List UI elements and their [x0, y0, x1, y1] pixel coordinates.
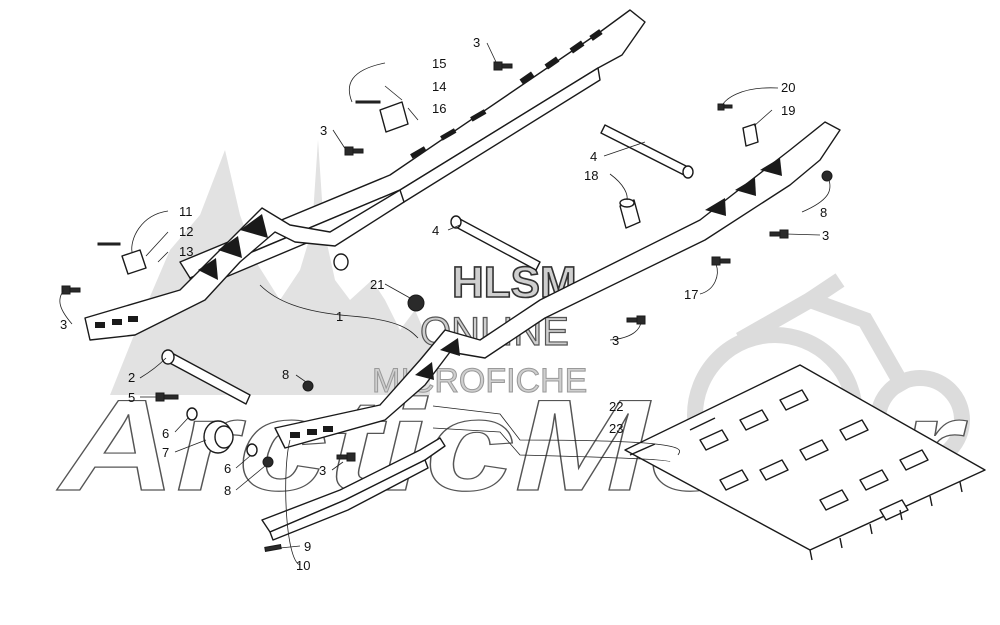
callout-23: 23 [609, 421, 623, 436]
callout-5: 5 [128, 390, 135, 405]
callout-4-middle: 4 [432, 223, 439, 238]
callout-13: 13 [179, 244, 193, 259]
callout-8-lower: 8 [224, 483, 231, 498]
callout-8-right: 8 [820, 205, 827, 220]
cross-shaft-upper [600, 124, 694, 179]
rail-right [274, 121, 841, 449]
hardware [61, 61, 833, 552]
callout-3-right: 3 [822, 228, 829, 243]
callout-7: 7 [162, 445, 169, 460]
track [624, 364, 986, 561]
rail-left [84, 189, 405, 341]
callout-6-upper: 6 [162, 426, 169, 441]
cross-shaft-front [161, 349, 251, 405]
callout-12: 12 [179, 224, 193, 239]
callout-17: 17 [684, 287, 698, 302]
callout-3-top: 3 [473, 35, 480, 50]
callout-8-upper: 8 [282, 367, 289, 382]
callout-6-lower: 6 [224, 461, 231, 476]
callout-20: 20 [781, 80, 795, 95]
callout-3-left: 3 [60, 317, 67, 332]
callout-4-upper: 4 [590, 149, 597, 164]
callout-9: 9 [304, 539, 311, 554]
callout-10: 10 [296, 558, 310, 573]
callout-16: 16 [432, 101, 446, 116]
callout-1: 1 [336, 309, 343, 324]
leader-lines [59, 42, 831, 566]
callout-11: 11 [179, 204, 193, 219]
callout-2: 2 [128, 370, 135, 385]
callout-19: 19 [781, 103, 795, 118]
callout-3-mid: 3 [320, 123, 327, 138]
cross-shaft-middle [450, 215, 541, 271]
callout-18: 18 [584, 168, 598, 183]
slide-rail [261, 437, 446, 541]
callouts: 3 3 3 3 3 3 1 2 4 4 5 6 6 7 8 8 8 9 10 1… [60, 35, 829, 573]
callout-22: 22 [609, 399, 623, 414]
callout-3-bottom: 3 [319, 463, 326, 478]
callout-3-center: 3 [612, 333, 619, 348]
callout-15: 15 [432, 56, 446, 71]
callout-21: 21 [370, 277, 384, 292]
callout-14: 14 [432, 79, 446, 94]
